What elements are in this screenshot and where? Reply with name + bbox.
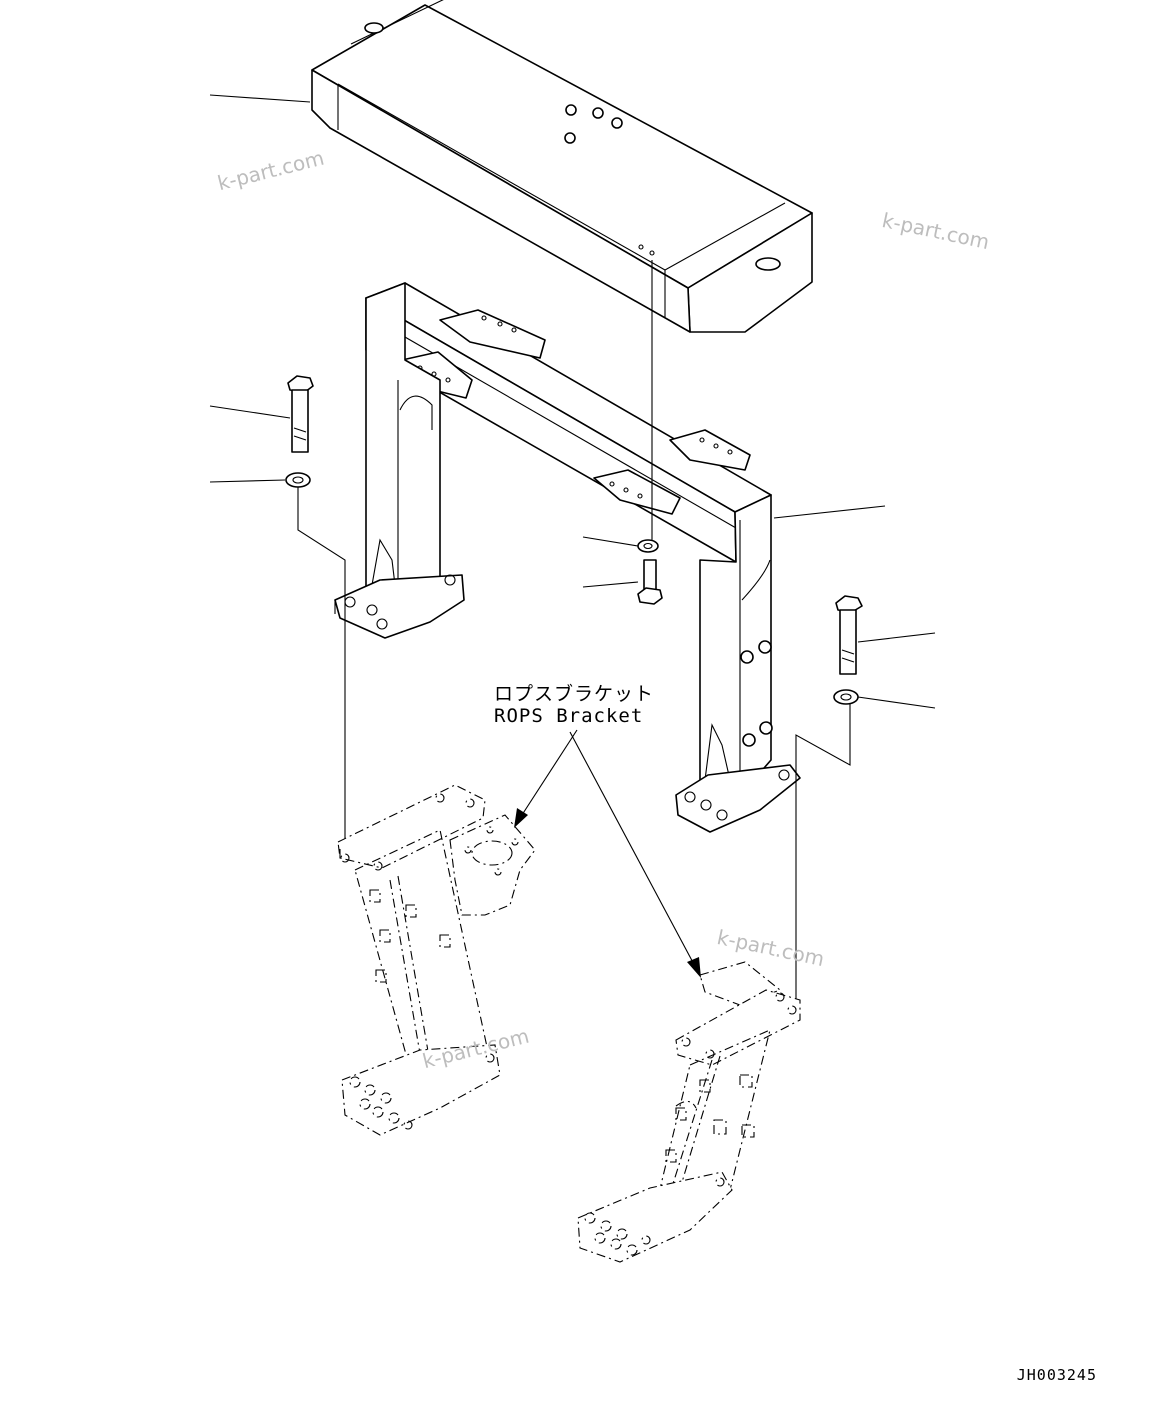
drawing-code: JH003245 [1016, 1366, 1097, 1384]
callout-arrows [514, 729, 701, 978]
center-bolt [637, 559, 663, 605]
rops-frame [334, 282, 801, 833]
center-washer [637, 539, 659, 553]
left-washer [285, 472, 311, 488]
right-bolt [835, 595, 863, 675]
canopy-cover [311, 0, 813, 333]
leader-lines [209, 94, 936, 709]
left-rops-bracket [337, 784, 536, 1136]
rops-bracket-label-jp: ロプスブラケット [494, 683, 655, 705]
left-bolt [287, 375, 314, 453]
right-rops-bracket [577, 961, 801, 1263]
right-washer [833, 689, 859, 705]
rops-bracket-label-en: ROPS Bracket [494, 705, 644, 727]
alignment-lines [297, 260, 851, 1015]
